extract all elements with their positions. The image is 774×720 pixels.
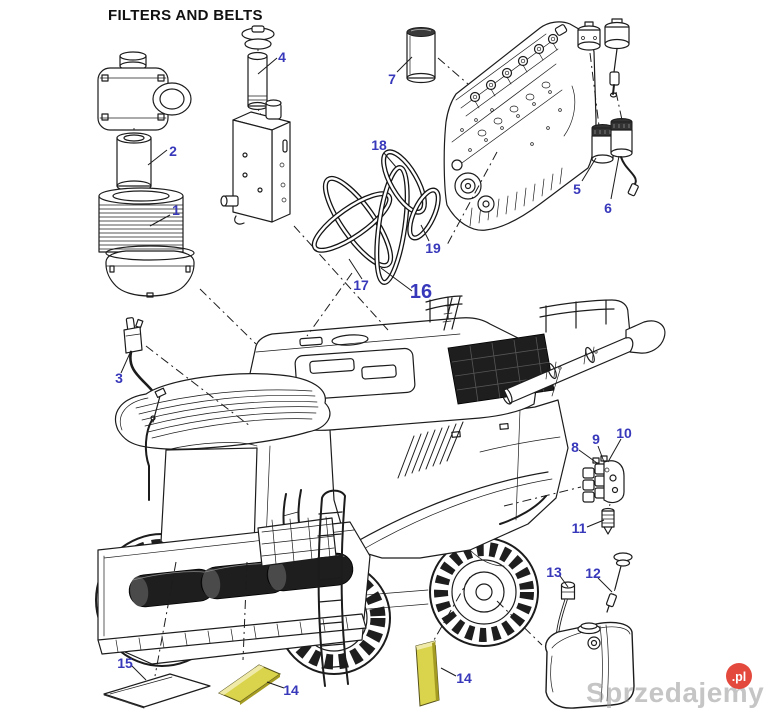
rear-wheel xyxy=(429,537,539,647)
part-label-5: 5 xyxy=(573,181,581,197)
belt-18 xyxy=(381,149,427,215)
part-label-11: 11 xyxy=(572,520,587,536)
intake-elbow xyxy=(152,82,192,116)
cab-handrail xyxy=(144,419,153,501)
dipstick-12 xyxy=(605,552,633,613)
header-roller xyxy=(200,560,288,600)
part-label-15: 15 xyxy=(117,655,133,671)
filter-element-1 xyxy=(98,187,184,253)
side-vents xyxy=(397,421,464,479)
filter-head-assemblies xyxy=(577,18,630,98)
dust-bowl xyxy=(105,245,195,298)
part-label-14: 14 xyxy=(456,670,472,686)
watermark-pl-text: .pl xyxy=(732,670,747,684)
part-label-14: 14 xyxy=(283,682,299,698)
filter-element-2 xyxy=(116,132,152,192)
belt-19 xyxy=(407,187,441,241)
part-label-3: 3 xyxy=(115,370,123,386)
cab xyxy=(115,373,331,557)
fuel-filter-6 xyxy=(610,118,639,197)
watermark-pl-badge xyxy=(726,663,752,689)
part-label-4: 4 xyxy=(278,49,286,65)
belt-16 xyxy=(374,165,410,285)
cab-air-filter-14-right xyxy=(415,640,440,707)
filter-cartridge-4 xyxy=(247,55,268,107)
part-label-19: 19 xyxy=(425,240,441,256)
part-label-2: 2 xyxy=(169,143,177,159)
mirror xyxy=(154,387,167,399)
belt-17 xyxy=(311,175,394,269)
fitting-11 xyxy=(601,507,615,535)
air-cleaner-assembly xyxy=(97,51,195,298)
reservoir-tank-group xyxy=(544,552,635,709)
combine-harvester xyxy=(95,295,666,687)
body-side-panel xyxy=(329,399,569,567)
part-label-8: 8 xyxy=(571,439,579,455)
part-label-12: 12 xyxy=(585,565,601,581)
part-label-1: 1 xyxy=(172,202,180,218)
valve-block xyxy=(582,455,625,535)
dash-leader-lines xyxy=(145,52,623,677)
filter-housing-block xyxy=(220,99,291,225)
rear-bumper xyxy=(499,495,547,525)
belt-set xyxy=(311,149,441,285)
page-title: FILTERS AND BELTS xyxy=(108,7,263,24)
part-label-9: 9 xyxy=(592,431,600,447)
part-label-18: 18 xyxy=(371,137,387,153)
part-label-13: 13 xyxy=(546,564,562,580)
cab-air-filter-14-left xyxy=(217,664,282,705)
engine-block xyxy=(443,21,597,231)
part-label-17: 17 xyxy=(353,277,369,293)
tank-body xyxy=(544,621,635,709)
header-roller xyxy=(128,568,216,608)
watermark: Sprzedajemy .pl xyxy=(586,663,764,708)
part-label-10: 10 xyxy=(616,425,632,441)
ladder xyxy=(317,489,349,687)
part-label-6: 6 xyxy=(604,200,612,216)
part-label-16: 16 xyxy=(410,281,432,303)
unloading-auger xyxy=(501,320,666,405)
sensor-pigtail xyxy=(620,156,637,187)
filter-assembly-4 xyxy=(220,25,291,225)
filter-panel-15 xyxy=(103,673,211,709)
label-leader-lines xyxy=(120,56,622,689)
auger-spout xyxy=(625,320,666,354)
oil-filter-7 xyxy=(406,27,436,84)
part-label-7: 7 xyxy=(388,71,396,87)
fuel-filter-5 xyxy=(591,124,614,164)
